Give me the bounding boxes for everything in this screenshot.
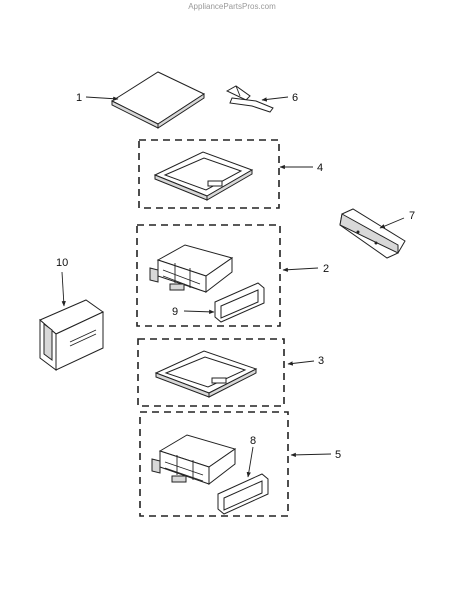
leader-1 [85,96,119,101]
leader-5 [290,452,332,458]
callout-10: 10 [56,257,68,269]
group-box-5 [139,411,289,517]
callout-2: 2 [323,263,329,275]
callout-8: 8 [250,435,256,447]
leader-10 [61,271,66,307]
part-10-manual[interactable] [39,299,104,371]
group-box-4 [138,139,280,209]
leader-2 [282,267,319,272]
part-4-shelf[interactable] [153,151,254,201]
part-2-crisper-drawer[interactable] [149,244,234,294]
group-box-3 [137,338,285,407]
callout-3: 3 [318,355,324,367]
part-3-shelf[interactable] [154,350,258,398]
callout-5: 5 [335,449,341,461]
group-box-2 [136,224,281,327]
part-9-drawer-front[interactable] [214,282,265,323]
part-6-bracket[interactable] [225,85,274,113]
leader-3 [287,360,315,366]
leader-7 [379,217,405,229]
callout-1: 1 [76,92,82,104]
leader-8 [246,446,254,478]
callout-7: 7 [409,210,415,222]
callout-9: 9 [172,306,178,318]
callout-4: 4 [317,162,323,174]
leader-6 [261,96,289,102]
watermark: AppliancePartsPros.com [188,2,276,11]
callout-6: 6 [292,92,298,104]
part-8-drawer-front[interactable] [217,473,269,515]
part-7-rail[interactable] [339,208,406,259]
part-1-glass-shelf[interactable] [110,71,206,129]
part-5-crisper-drawer[interactable] [151,434,237,486]
leader-9 [183,309,215,314]
